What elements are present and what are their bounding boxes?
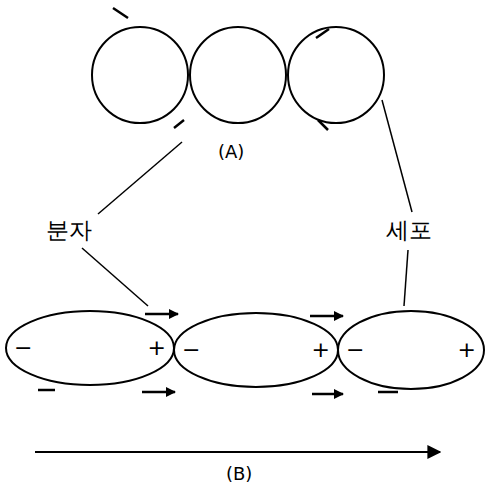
- positive-charge: +: [312, 339, 330, 361]
- panel-label: (B): [226, 464, 252, 484]
- cell-circles: [92, 27, 384, 123]
- negative-charge: −: [182, 339, 200, 361]
- leader-lines: [82, 100, 412, 306]
- cell-ellipse: −+: [5, 310, 175, 386]
- molecule-label: 분자: [46, 218, 92, 243]
- panel-label: (A): [218, 142, 244, 162]
- positive-charge: +: [458, 339, 476, 361]
- cell-label: 세포: [386, 218, 432, 243]
- negative-charge: −: [14, 337, 32, 359]
- field-arrow: [35, 451, 440, 453]
- negative-charge: −: [346, 339, 364, 361]
- molecule-dashes: [38, 8, 398, 394]
- positive-charge: +: [148, 337, 166, 359]
- cell-ellipse: −+: [337, 310, 485, 390]
- cell-ellipse: −+: [173, 312, 339, 388]
